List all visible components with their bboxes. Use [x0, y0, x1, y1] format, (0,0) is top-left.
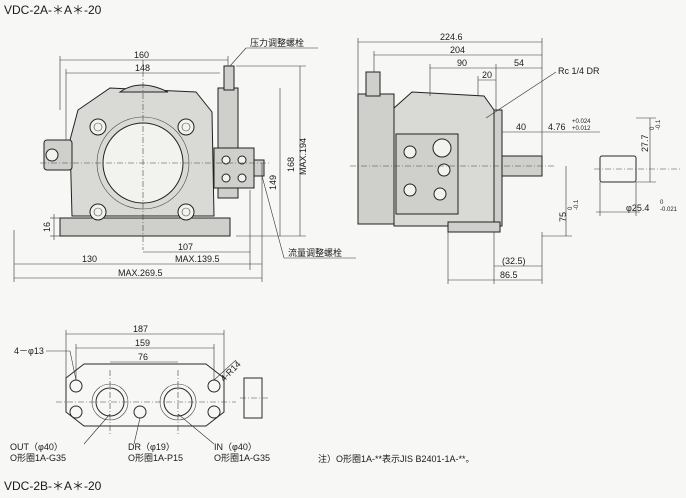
flange-hole-bl [69, 405, 83, 419]
tol-27-7-upper: 0 [650, 126, 656, 130]
label-dr-oring: O形圈1A-P15 [128, 452, 183, 463]
flange-hole-tl [69, 379, 83, 393]
front-bolt-bl [89, 203, 107, 221]
front-flow-screw [253, 159, 265, 177]
flange-hole-br [207, 405, 221, 419]
label-out: OUT（φ40） [10, 442, 63, 452]
dim-107: 107 [178, 242, 193, 252]
dim-204: 204 [450, 45, 465, 55]
side-view: 224.6 204 90 54 20 Rc 1/4 DR 40 4.76 +0.… [350, 32, 600, 284]
dim-max-194: MAX.194 [298, 138, 308, 175]
dim-max-139-5: MAX.139.5 [175, 254, 220, 264]
front-top-bump [118, 84, 169, 93]
dim-224-6: 224.6 [440, 32, 463, 42]
title-bottom: VDC-2B-＊A＊-20 [4, 479, 102, 493]
dim-148: 148 [135, 63, 150, 73]
label-4-dia-13: 4－φ13 [14, 346, 44, 356]
front-bolt-br [177, 203, 195, 221]
dim-75: 75 [558, 212, 568, 222]
side-port-top [432, 138, 452, 158]
side-cover [357, 93, 395, 225]
dim-54: 54 [514, 58, 524, 68]
side-base [447, 221, 501, 233]
dim-20: 20 [482, 70, 492, 80]
dim-187: 187 [133, 324, 148, 334]
flange-outline [65, 363, 225, 427]
label-out-oring: O形圈1A-G35 [10, 452, 66, 463]
dim-159: 159 [135, 338, 150, 348]
shaft-detail: 27.7 0 -0.1 φ25.4 0 -0.021 [594, 117, 680, 216]
flange-hole-tr [207, 379, 221, 393]
dim-32-5: (32.5) [502, 256, 526, 266]
dim-76: 76 [138, 352, 148, 362]
dim-90: 90 [457, 58, 467, 68]
front-view: 160 148 149 168 MAX.194 16 107 130 MAX.1… [13, 37, 356, 282]
dim-168: 168 [286, 157, 296, 172]
tol-25-4-upper: 0 [660, 200, 664, 206]
label-in: IN（φ40） [214, 442, 257, 452]
dim-27-7: 27.7 [640, 134, 650, 152]
front-left-port [45, 148, 59, 162]
tol-25-4-lower: -0.021 [660, 207, 678, 213]
front-bolt-tr [177, 118, 195, 136]
label-dr: DR（φ19） [128, 442, 175, 452]
title-top: VDC-2A-＊A＊-20 [4, 3, 102, 17]
front-base-plate [59, 217, 231, 237]
label-rc-1-4-dr: Rc 1/4 DR [558, 66, 600, 76]
dim-130: 130 [82, 254, 97, 264]
dim-149: 149 [268, 175, 278, 190]
flange-dr-port [133, 405, 147, 419]
front-flow-block [213, 147, 255, 189]
tol-75-lower: -0.1 [574, 199, 580, 210]
label-pressure-adjust-screw: 压力调整螺栓 [250, 37, 304, 48]
tol-4-76-lower: +0.012 [572, 126, 591, 132]
flange-view: 187 159 76 4－φ13 4-R14 OUT（φ40） O形圈1A-G3… [10, 324, 270, 463]
label-4-r14: 4-R14 [218, 359, 242, 383]
dim-86-5: 86.5 [500, 270, 518, 280]
front-bolt-tl [89, 118, 107, 136]
dim-max-269-5: MAX.269.5 [118, 268, 163, 278]
side-flange [493, 109, 503, 227]
side-pressure-screw [365, 71, 381, 97]
dim-16: 16 [42, 222, 52, 232]
label-flow-adjust-screw: 流量调整螺栓 [288, 247, 342, 258]
note-oring: 注）O形圈1A-**表示JIS B2401-1A-**。 [318, 453, 475, 464]
dim-dia-25-4: φ25.4 [626, 203, 649, 213]
dim-40: 40 [516, 122, 526, 132]
tol-27-7-lower: -0.1 [656, 119, 662, 130]
dim-4-76: 4.76 [548, 122, 566, 132]
tol-4-76-upper: +0.024 [572, 119, 591, 125]
label-in-oring: O形圈1A-G35 [214, 452, 270, 463]
tol-75-upper: 0 [568, 206, 574, 210]
front-pressure-screw [223, 65, 235, 91]
dim-160: 160 [134, 50, 149, 60]
